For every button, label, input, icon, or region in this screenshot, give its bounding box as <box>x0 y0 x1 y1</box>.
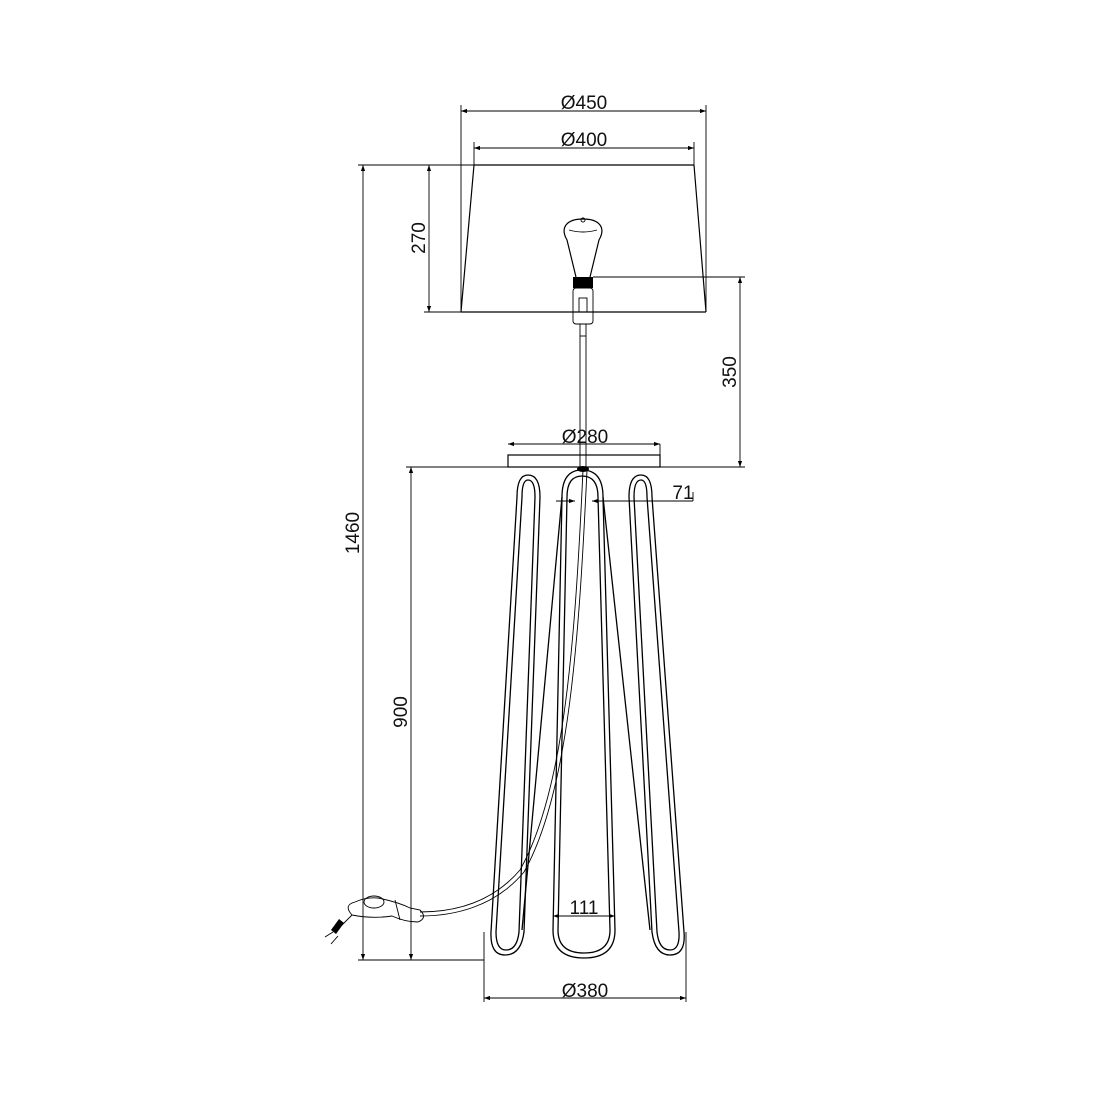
dim-total-height: 1460 <box>343 165 366 960</box>
hairpin-legs <box>490 469 685 959</box>
dim-leg-top-width: 71 <box>556 483 694 504</box>
dim-label-111: 111 <box>570 898 599 919</box>
dim-label-1460: 1460 <box>343 512 364 554</box>
foot-switch <box>347 895 424 923</box>
dim-leg-bottom-width: 111 <box>553 898 615 919</box>
lamp-socket <box>572 277 594 337</box>
dim-footprint-diameter: Ø380 <box>483 932 687 1002</box>
dim-base-height: 900 <box>391 466 508 960</box>
dim-shade-to-base: 350 <box>593 276 745 468</box>
dim-label-450: Ø450 <box>561 93 607 114</box>
dim-shade-height: 270 <box>409 165 432 312</box>
dim-label-380: Ø380 <box>562 981 608 1002</box>
dim-shade-bottom-diameter: Ø450 <box>460 93 707 312</box>
dim-label-280: Ø280 <box>562 427 608 448</box>
power-cord <box>419 469 588 917</box>
dim-label-350: 350 <box>720 356 741 388</box>
dim-shade-top-diameter: Ø400 <box>473 130 695 165</box>
bulb <box>563 217 603 278</box>
dim-label-270: 270 <box>409 222 430 254</box>
lamp-shade <box>460 164 707 313</box>
dim-label-71: 71 <box>672 483 693 504</box>
dim-label-900: 900 <box>391 696 412 728</box>
dim-label-400: Ø400 <box>561 130 607 151</box>
plug <box>324 914 353 945</box>
dim-base-plate-diameter: Ø280 <box>508 427 661 455</box>
